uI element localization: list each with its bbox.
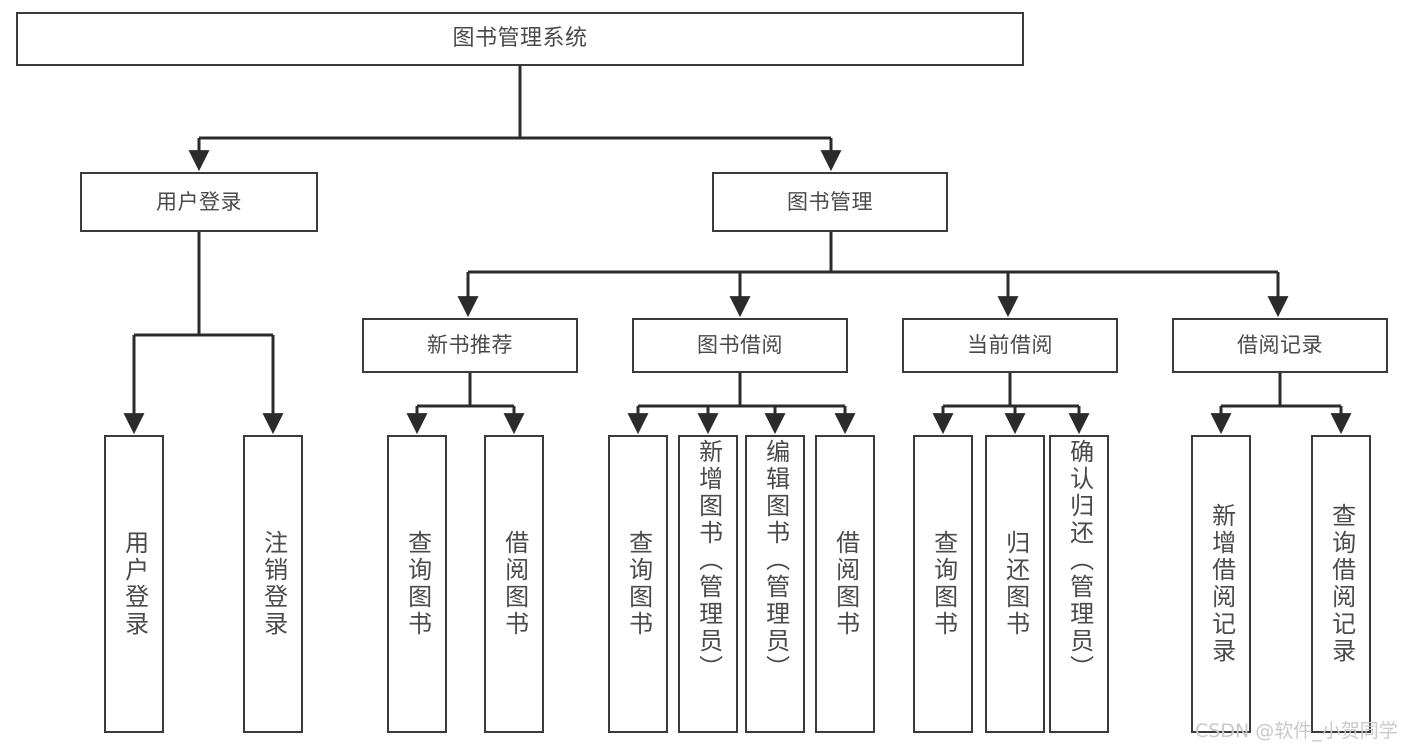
node-book-manage[interactable]: 图书管理 [712, 172, 948, 232]
node-leaf-edit-book-label: 编辑图书（管理员） [761, 439, 790, 682]
node-leaf-user-login-label: 用户登录 [120, 530, 149, 638]
node-leaf-borrow-book-1[interactable]: 借阅图书 [484, 435, 544, 733]
node-leaf-user-login[interactable]: 用户登录 [104, 435, 164, 733]
node-new-book-recommend[interactable]: 新书推荐 [362, 318, 578, 373]
node-leaf-query-book-3[interactable]: 查询图书 [913, 435, 973, 733]
node-leaf-add-record[interactable]: 新增借阅记录 [1191, 435, 1251, 733]
node-leaf-query-book-2[interactable]: 查询图书 [608, 435, 668, 733]
connector-group-book-borrow [627, 373, 856, 435]
node-current-borrow-label: 当前借阅 [967, 333, 1053, 358]
node-leaf-return-book[interactable]: 归还图书 [985, 435, 1045, 733]
node-current-borrow[interactable]: 当前借阅 [902, 318, 1118, 373]
node-leaf-add-book-label: 新增图书（管理员） [694, 439, 723, 682]
connector-group-borrow-record [1210, 373, 1352, 435]
node-leaf-borrow-book-2[interactable]: 借阅图书 [815, 435, 875, 733]
node-leaf-query-record-label: 查询借阅记录 [1327, 503, 1356, 665]
node-leaf-query-book-1[interactable]: 查询图书 [387, 435, 447, 733]
node-leaf-query-book-3-label: 查询图书 [929, 530, 958, 638]
node-leaf-query-record[interactable]: 查询借阅记录 [1311, 435, 1371, 733]
node-leaf-query-book-2-label: 查询图书 [624, 530, 653, 638]
node-user-login[interactable]: 用户登录 [80, 172, 318, 232]
csdn-watermark: CSDN @软件_小贺同学 [1195, 720, 1398, 742]
node-leaf-user-logout-label: 注销登录 [259, 530, 288, 638]
node-leaf-add-record-label: 新增借阅记录 [1207, 503, 1236, 665]
node-root[interactable]: 图书管理系统 [16, 12, 1024, 66]
node-user-login-label: 用户登录 [156, 189, 242, 214]
node-leaf-query-book-1-label: 查询图书 [403, 530, 432, 638]
node-leaf-add-book[interactable]: 新增图书（管理员） [678, 435, 738, 733]
node-leaf-edit-book[interactable]: 编辑图书（管理员） [745, 435, 805, 733]
connector-group-book-manage [457, 232, 1289, 318]
node-borrow-record[interactable]: 借阅记录 [1172, 318, 1388, 373]
connector-group-user-login [123, 232, 284, 435]
node-leaf-borrow-book-2-label: 借阅图书 [831, 530, 860, 638]
connector-group-new-book-recommend [406, 373, 525, 435]
connector-group-root [188, 66, 842, 172]
node-borrow-record-label: 借阅记录 [1237, 333, 1323, 358]
node-book-manage-label: 图书管理 [787, 189, 873, 214]
node-new-book-recommend-label: 新书推荐 [427, 333, 513, 358]
node-leaf-return-book-label: 归还图书 [1001, 530, 1030, 638]
node-leaf-borrow-book-1-label: 借阅图书 [500, 530, 529, 638]
node-root-label: 图书管理系统 [452, 26, 588, 52]
node-leaf-confirm-return-label: 确认归还（管理员） [1065, 439, 1094, 682]
node-leaf-user-logout[interactable]: 注销登录 [243, 435, 303, 733]
node-book-borrow-label: 图书借阅 [697, 333, 783, 358]
node-book-borrow[interactable]: 图书借阅 [632, 318, 848, 373]
node-leaf-confirm-return[interactable]: 确认归还（管理员） [1049, 435, 1109, 733]
connector-group-current-borrow [932, 373, 1090, 435]
